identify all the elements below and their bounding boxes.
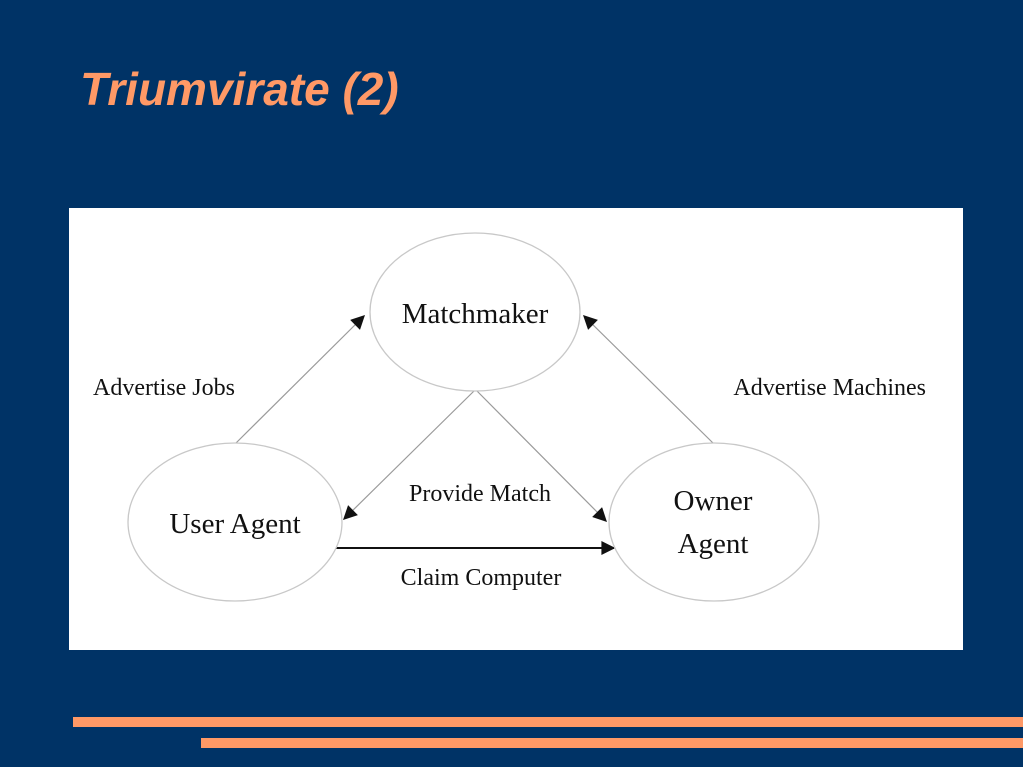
node-matchmaker — [369, 232, 581, 392]
accent-bar-bottom — [201, 738, 1023, 748]
edge-advertise-jobs-line — [234, 315, 365, 445]
accent-bar-top — [73, 717, 1023, 727]
edge-advertise-jobs-label: Advertise Jobs — [93, 375, 235, 401]
slide-title: Triumvirate (2) — [80, 63, 399, 115]
edge-provide-match-label: Provide Match — [409, 481, 551, 507]
edge-advertise-machines-label: Advertise Machines — [733, 375, 926, 401]
node-user-agent — [127, 442, 343, 602]
node-owner-agent-label-line2: Agent — [678, 528, 749, 560]
node-owner-agent-label-line1: Owner — [674, 485, 753, 517]
diagram-panel: Matchmaker User Agent Owner Agent Advert… — [69, 208, 963, 650]
edge-provide-match-to-owner-line — [476, 390, 607, 522]
edge-provide-match-to-user-line — [343, 390, 475, 520]
edge-advertise-machines-line — [583, 315, 715, 445]
triumvirate-diagram: Matchmaker User Agent Owner Agent Advert… — [93, 232, 926, 602]
edge-claim-computer-label: Claim Computer — [401, 565, 562, 591]
node-owner-agent — [608, 442, 820, 602]
node-user-agent-label: User Agent — [169, 508, 300, 540]
node-matchmaker-label: Matchmaker — [402, 298, 549, 330]
